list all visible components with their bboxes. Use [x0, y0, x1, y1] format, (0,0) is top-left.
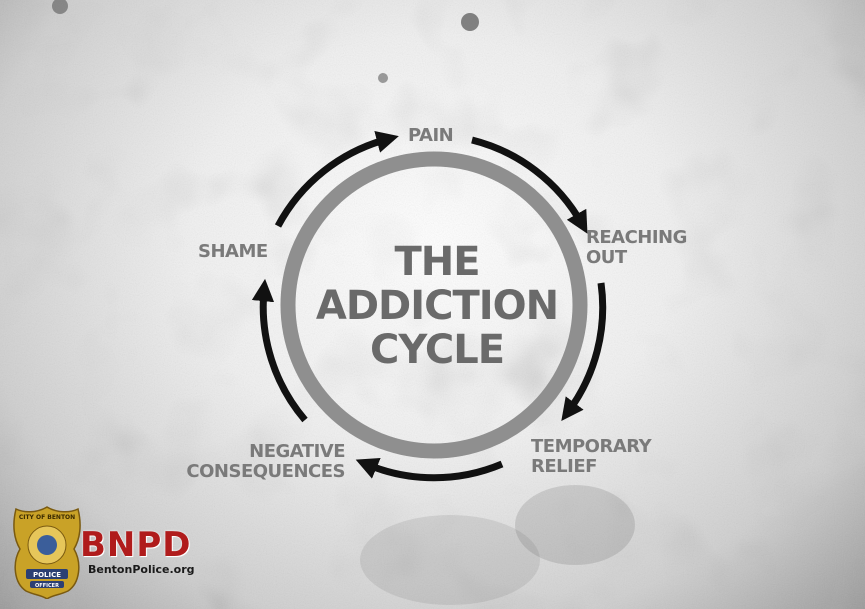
arrow-consequences-to-shame	[251, 278, 308, 423]
stage-label-reaching-out: REACHING OUT	[586, 227, 687, 268]
brand-block: BNPD BentonPolice.org	[80, 528, 195, 576]
svg-text:POLICE: POLICE	[33, 571, 61, 579]
center-title-line: THE	[394, 239, 480, 285]
center-title-line: CYCLE	[369, 327, 505, 373]
stage-label-temporary-relief: TEMPORARY RELIEF	[531, 436, 652, 477]
stage-label-shame: SHAME	[198, 241, 268, 262]
arrow-reaching-out-to-relief	[561, 282, 607, 421]
svg-text:OFFICER: OFFICER	[35, 583, 59, 589]
arrow-relief-to-consequences	[355, 458, 504, 482]
arrow-pain-to-reaching-out	[471, 136, 588, 234]
stage-label-negative-consequences: NEGATIVE CONSEQUENCES	[186, 441, 345, 482]
brand-url[interactable]: BentonPolice.org	[88, 563, 195, 576]
center-title-line: ADDICTION	[315, 283, 559, 329]
svg-text:CITY OF BENTON: CITY OF BENTON	[19, 514, 75, 521]
cycle-ring	[280, 151, 588, 459]
brand-name: BNPD	[80, 525, 192, 565]
center-title: THE ADDICTION CYCLE	[292, 240, 582, 372]
stage-label-pain: PAIN	[408, 125, 454, 146]
police-badge-logo: CITY OF BENTON POLICE OFFICER	[13, 506, 81, 599]
arrow-shame-to-pain	[274, 131, 399, 228]
